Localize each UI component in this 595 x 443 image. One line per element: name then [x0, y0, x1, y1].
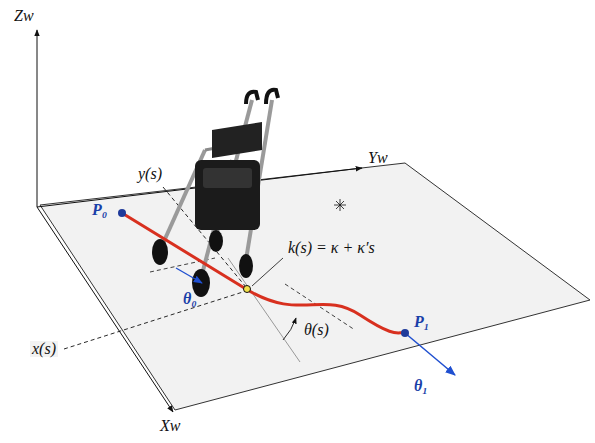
start-heading-arrow	[176, 268, 202, 283]
x-projection-line	[64, 291, 246, 349]
end-heading-arrow	[405, 333, 455, 375]
angle-label: θ(s)	[302, 322, 331, 338]
walker-wheel	[152, 239, 168, 265]
coordinate-label: y(s)	[138, 166, 162, 182]
axis-label: Yw	[368, 150, 388, 166]
current-point	[244, 286, 251, 293]
coordinate-label: x(s)	[30, 341, 58, 357]
start-point	[118, 209, 126, 217]
angle-label: θ₀	[183, 291, 197, 307]
center-mark	[336, 201, 344, 209]
curvature-label: k(s) = κ + κ′s	[286, 240, 377, 256]
walker-handle	[266, 90, 278, 104]
end-point	[401, 329, 409, 337]
point-label: P₀	[92, 202, 107, 218]
walker-handle	[246, 92, 258, 104]
walker-bag	[195, 160, 260, 230]
x-axis	[37, 207, 173, 412]
axis-label: Zw	[14, 8, 34, 24]
z-axis	[37, 30, 38, 207]
point-label: P₁	[414, 314, 429, 330]
curvature-center	[334, 199, 346, 211]
ground-plane	[40, 163, 590, 410]
axis-label: Xw	[160, 418, 180, 434]
walker-seat	[212, 122, 262, 158]
heading-line	[228, 258, 300, 362]
walker-wheel	[209, 230, 223, 252]
leader-line	[252, 258, 283, 286]
rollator	[152, 90, 278, 297]
angle-arc	[283, 318, 296, 340]
angle-label: θ₁	[414, 378, 428, 394]
center-mark	[336, 201, 344, 209]
planned-path	[122, 213, 405, 333]
walker-wheel	[239, 254, 253, 278]
walker-bag	[203, 168, 252, 188]
